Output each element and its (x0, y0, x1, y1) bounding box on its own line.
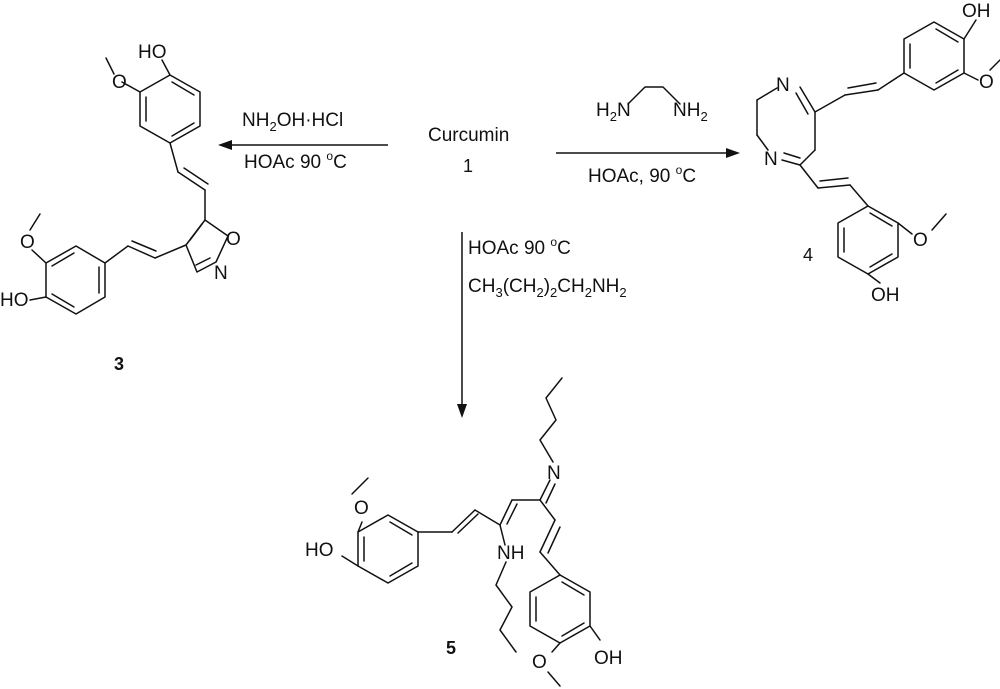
left-arrow-head (218, 140, 232, 150)
c3-ho-top: HO (138, 42, 167, 63)
ethylenediamine-right: NH2 (673, 100, 708, 124)
ethylenediamine-chain (627, 86, 681, 105)
down-arrow-head (457, 404, 467, 418)
c3-isoxazole-ring (185, 219, 229, 273)
c3-o-methoxy-upper: O (112, 72, 127, 93)
c5-butyl-lower (495, 561, 517, 653)
down-reaction-arrow: HOAc 90 oC CH3(CH2)2CH2NH2 (457, 232, 627, 418)
c4-lower-ring (837, 205, 899, 275)
c4-n-upper: N (776, 75, 790, 96)
compound-3-number: 3 (114, 354, 124, 374)
c5-nh: NH (497, 543, 524, 564)
c3-o-methoxy-lower: O (20, 232, 35, 253)
c3-n-ring: N (214, 263, 228, 284)
compound-3-structure: HO O O N O HO 3 (0, 42, 241, 374)
c4-o-methoxy-lower: O (913, 230, 928, 251)
compound-5-structure: O HO NH N OH O 5 (305, 377, 623, 687)
left-reagent: NH2OH·HCl (242, 110, 343, 134)
c4-oh-bottom: OH (871, 285, 900, 306)
right-condition: HOAc, 90 oC (588, 163, 696, 187)
compound-4-number: 4 (803, 245, 813, 265)
curcumin-label-group: Curcumin 1 (428, 125, 509, 176)
c5-o-methoxy-left: O (354, 498, 369, 519)
c5-left-ring (357, 514, 419, 584)
curcumin-name: Curcumin (428, 125, 509, 146)
ethylenediamine-left: H2N (596, 100, 631, 124)
c3-ho-bottom: HO (0, 290, 29, 311)
c4-n-lower: N (764, 149, 778, 170)
down-condition: HOAc 90 oC (468, 235, 571, 259)
down-reagent: CH3(CH2)2CH2NH2 (468, 276, 627, 300)
compound-5-number: 5 (446, 638, 456, 658)
c5-ho-left: HO (305, 540, 334, 561)
c5-oh-bottom: OH (594, 648, 623, 669)
curcumin-number: 1 (463, 156, 473, 176)
right-reaction-arrow: H2N NH2 HOAc, 90 oC (556, 86, 740, 187)
c5-butyl-upper (539, 377, 563, 463)
c3-o-ring: O (226, 229, 241, 250)
c5-right-ring (529, 574, 591, 644)
left-condition: HOAc 90 oC (244, 149, 347, 173)
left-reaction-arrow: NH2OH·HCl HOAc 90 oC (218, 110, 388, 173)
c4-upper-ring (903, 21, 965, 91)
c3-upper-ring (139, 74, 201, 144)
c3-lower-ring (45, 245, 106, 315)
right-arrow-head (726, 148, 740, 158)
c4-o-methoxy-upper: O (979, 72, 994, 93)
c5-n-imine: N (547, 463, 561, 484)
compound-4-structure: OH O N N O OH 4 (756, 1, 1000, 306)
c4-oh-top: OH (962, 1, 991, 22)
c5-o-methoxy-bottom: O (532, 652, 547, 673)
